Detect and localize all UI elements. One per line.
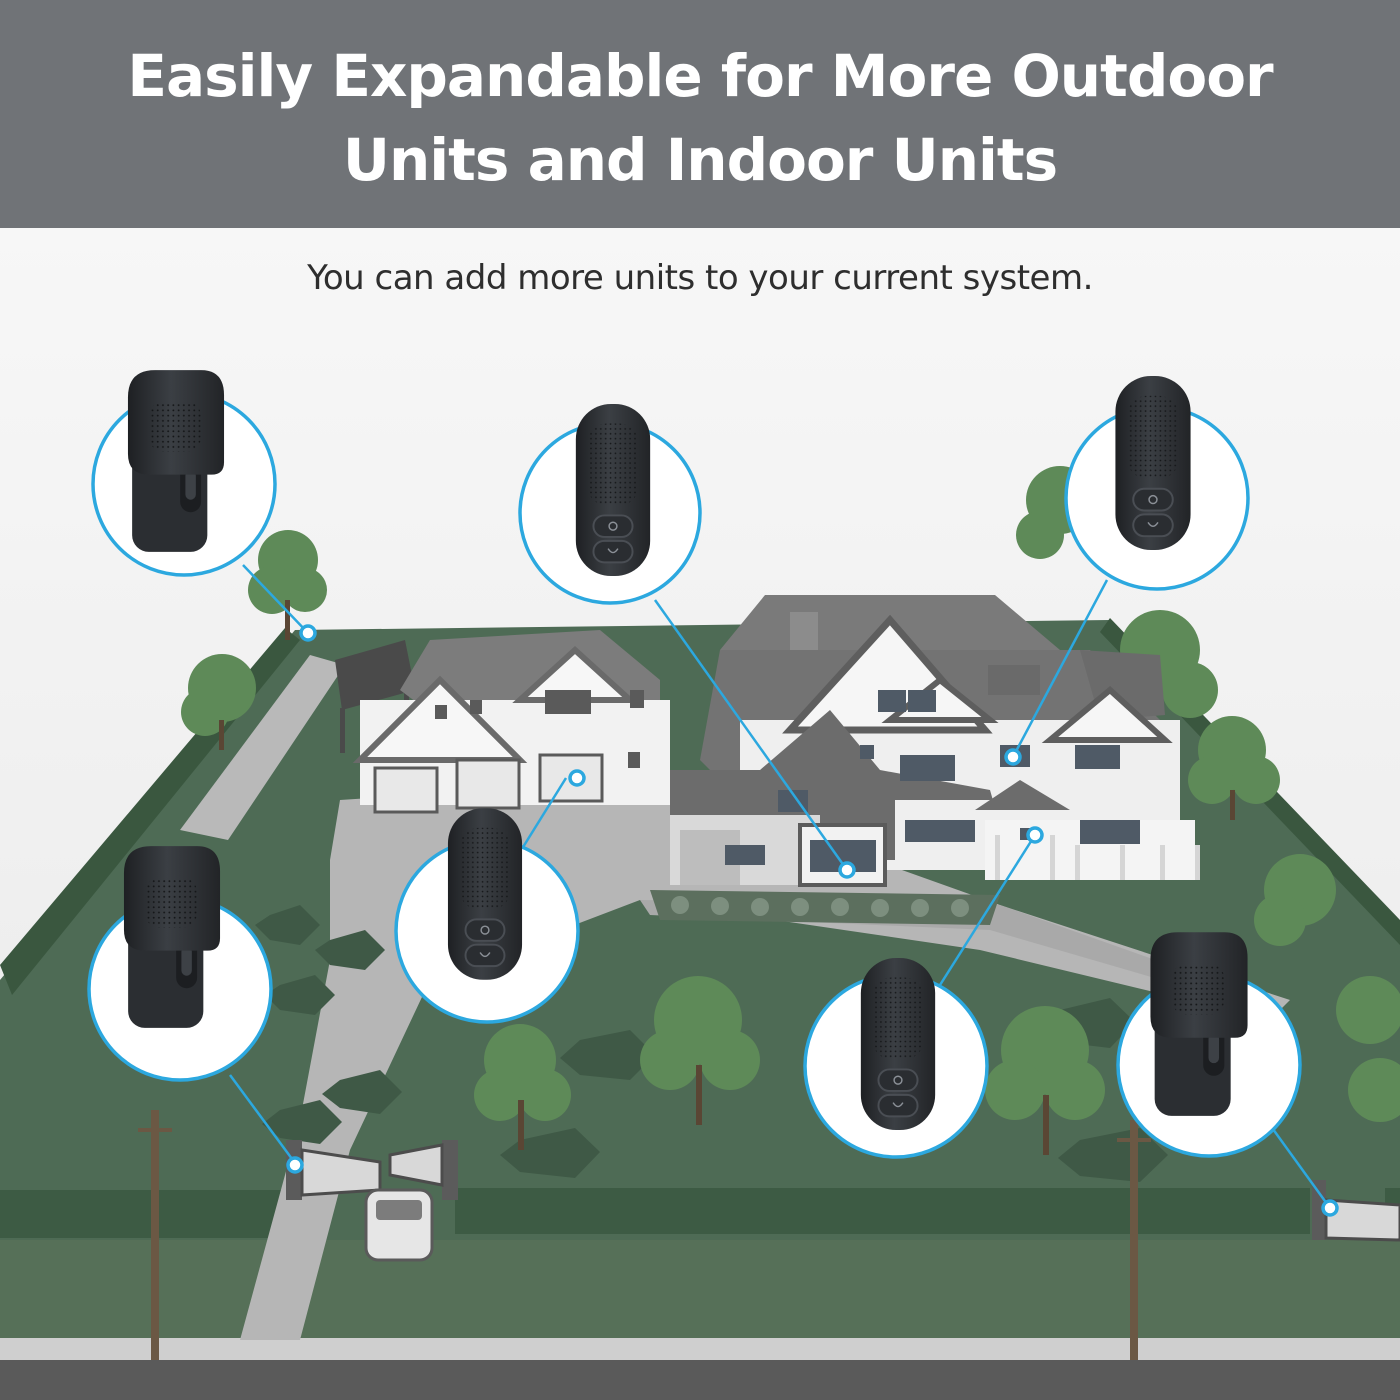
callout-bubble-outdoor-unit [1116,932,1302,1158]
side-path [180,655,345,840]
callout-anchor-dots [286,624,1339,1217]
utility-poles [138,1110,1151,1360]
callout-bubble-outdoor-unit [91,370,277,577]
subtitle: You can add more units to your current s… [307,258,1093,298]
hedge-front-left [0,1190,295,1238]
page-title: Easily Expandable for More Outdoor Units… [100,34,1300,202]
callout-bubble-indoor-unit [518,402,702,605]
callout-bubble-indoor-unit [394,807,580,1024]
callout-connectors [228,564,1332,1209]
callout-bubble-indoor-unit [1064,374,1250,591]
street [0,1360,1400,1400]
callout-bubble-indoor-unit [803,956,989,1159]
house [352,595,1200,925]
callout-bubble-outdoor-unit [87,846,273,1082]
title-banner [0,0,1400,228]
car [364,1188,434,1262]
hedge-front-middle [455,1188,1310,1234]
page-title-line-2: Units and Indoor Units [342,126,1058,194]
page-title-line-1: Easily Expandable for More Outdoor [127,42,1273,110]
trees [181,466,1400,1122]
